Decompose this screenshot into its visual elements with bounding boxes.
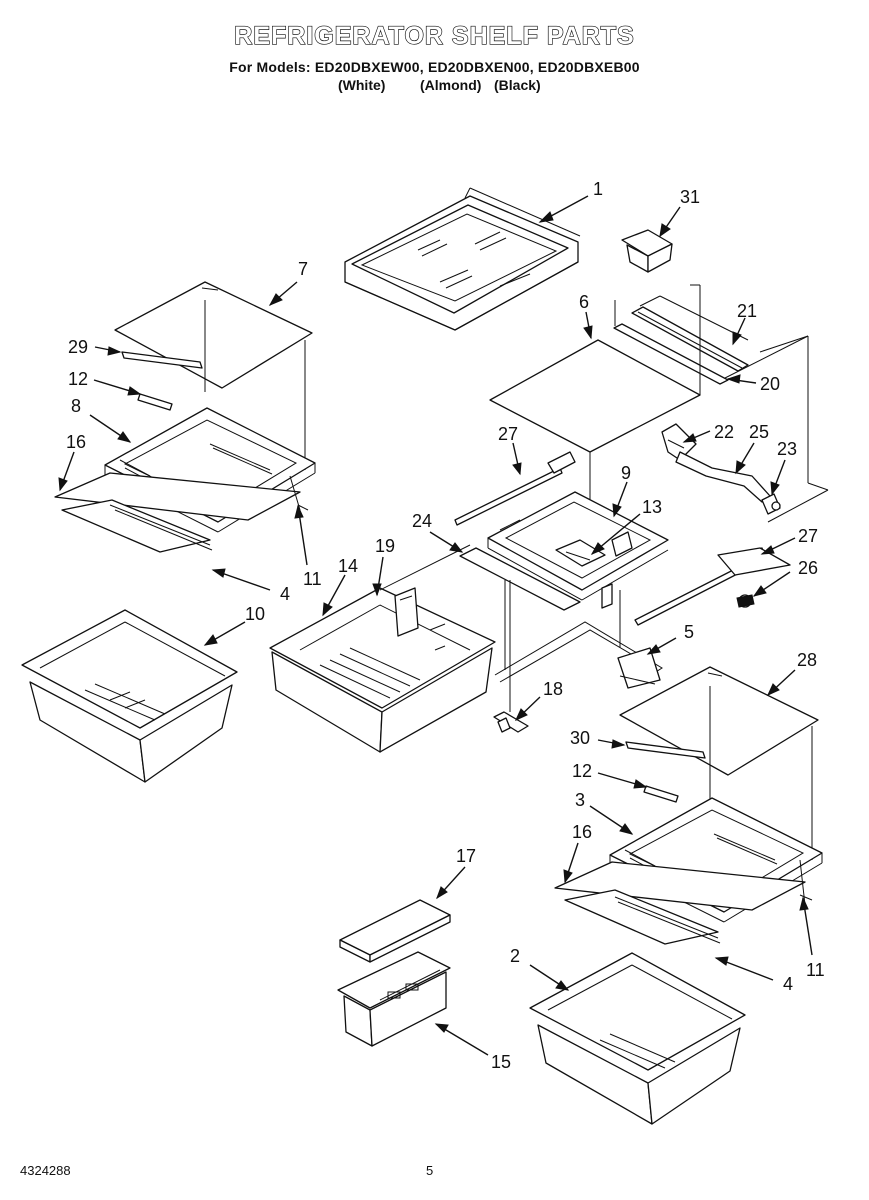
part-16-panel-right xyxy=(554,861,813,945)
callout-1: 1 xyxy=(593,179,603,199)
callout-28: 28 xyxy=(797,650,817,670)
callout-25: 25 xyxy=(749,422,769,442)
callout-8: 8 xyxy=(71,396,81,416)
part-12-clip-right xyxy=(643,785,679,803)
callout-13: 13 xyxy=(642,497,662,517)
callout-29: 29 xyxy=(68,337,88,357)
part-24-strip xyxy=(459,547,581,611)
callout-18: 18 xyxy=(543,679,563,699)
callout-2: 2 xyxy=(510,946,520,966)
color-black: (Black) xyxy=(494,77,541,93)
part-25-arm xyxy=(675,451,771,503)
callout-4-left: 4 xyxy=(280,584,290,604)
model-list: For Models: ED20DBXEW00, ED20DBXEN00, ED… xyxy=(229,59,640,75)
callout-11-right: 11 xyxy=(806,960,825,980)
callout-12-left: 12 xyxy=(68,369,88,389)
callout-27-upper: 27 xyxy=(498,424,518,444)
callout-14: 14 xyxy=(338,556,358,576)
page-number: 5 xyxy=(426,1163,434,1178)
guide-lines-upper-right xyxy=(690,284,829,523)
callout-4-right: 4 xyxy=(783,974,793,994)
part-2-crisper-drawer xyxy=(529,952,746,1125)
part-27-rod-upper xyxy=(454,451,576,526)
color-almond: (Almond) xyxy=(420,77,482,93)
part-15-bin xyxy=(337,951,451,1047)
callout-labels: 1 2 3 4 4 5 6 7 8 9 10 11 11 12 12 13 14… xyxy=(66,179,825,1072)
callout-19: 19 xyxy=(375,536,395,556)
part-18-clip xyxy=(493,580,529,733)
document-number: 4324288 xyxy=(20,1163,71,1178)
part-23-hinge xyxy=(761,493,781,515)
part-29-trim-strip xyxy=(121,351,203,369)
callout-7: 7 xyxy=(298,259,308,279)
callout-20: 20 xyxy=(760,374,780,394)
leader-lines xyxy=(58,195,813,1056)
callout-27-lower: 27 xyxy=(798,526,818,546)
part-27-rod-lower xyxy=(634,547,791,626)
callout-22: 22 xyxy=(714,422,734,442)
part-22-bracket xyxy=(661,423,697,461)
part-12-clip-left xyxy=(137,393,173,411)
callout-24: 24 xyxy=(412,511,432,531)
part-31-cup xyxy=(621,229,673,273)
callout-11-left: 11 xyxy=(303,569,322,589)
callout-23: 23 xyxy=(777,439,797,459)
callout-10: 10 xyxy=(245,604,265,624)
callout-6: 6 xyxy=(579,292,589,312)
callout-17: 17 xyxy=(456,846,476,866)
callout-12-right: 12 xyxy=(572,761,592,781)
page-title: REFRIGERATOR SHELF PARTS xyxy=(234,21,635,50)
callout-15: 15 xyxy=(491,1052,511,1072)
callout-9: 9 xyxy=(621,463,631,483)
part-26-screw xyxy=(736,594,755,608)
callout-3: 3 xyxy=(575,790,585,810)
callout-5: 5 xyxy=(684,622,694,642)
part-17-lid xyxy=(339,899,451,963)
callout-16-right: 16 xyxy=(572,822,592,842)
part-16-panel-left xyxy=(54,472,309,553)
callout-30: 30 xyxy=(570,728,590,748)
callout-31: 31 xyxy=(680,187,700,207)
guide-lines-misc xyxy=(289,475,806,906)
part-5-wire-bracket xyxy=(494,590,663,689)
part-7-glass-panel-left xyxy=(114,281,313,470)
part-30-trim-strip xyxy=(625,741,706,759)
callout-26: 26 xyxy=(798,558,818,578)
part-14-meat-pan-drawer xyxy=(269,587,496,753)
callout-21: 21 xyxy=(737,301,757,321)
callout-16-left: 16 xyxy=(66,432,86,452)
color-white: (White) xyxy=(338,77,386,93)
part-1-glass-shelf xyxy=(344,187,581,331)
part-10-crisper-drawer xyxy=(21,609,238,783)
part-13-label xyxy=(555,539,606,567)
